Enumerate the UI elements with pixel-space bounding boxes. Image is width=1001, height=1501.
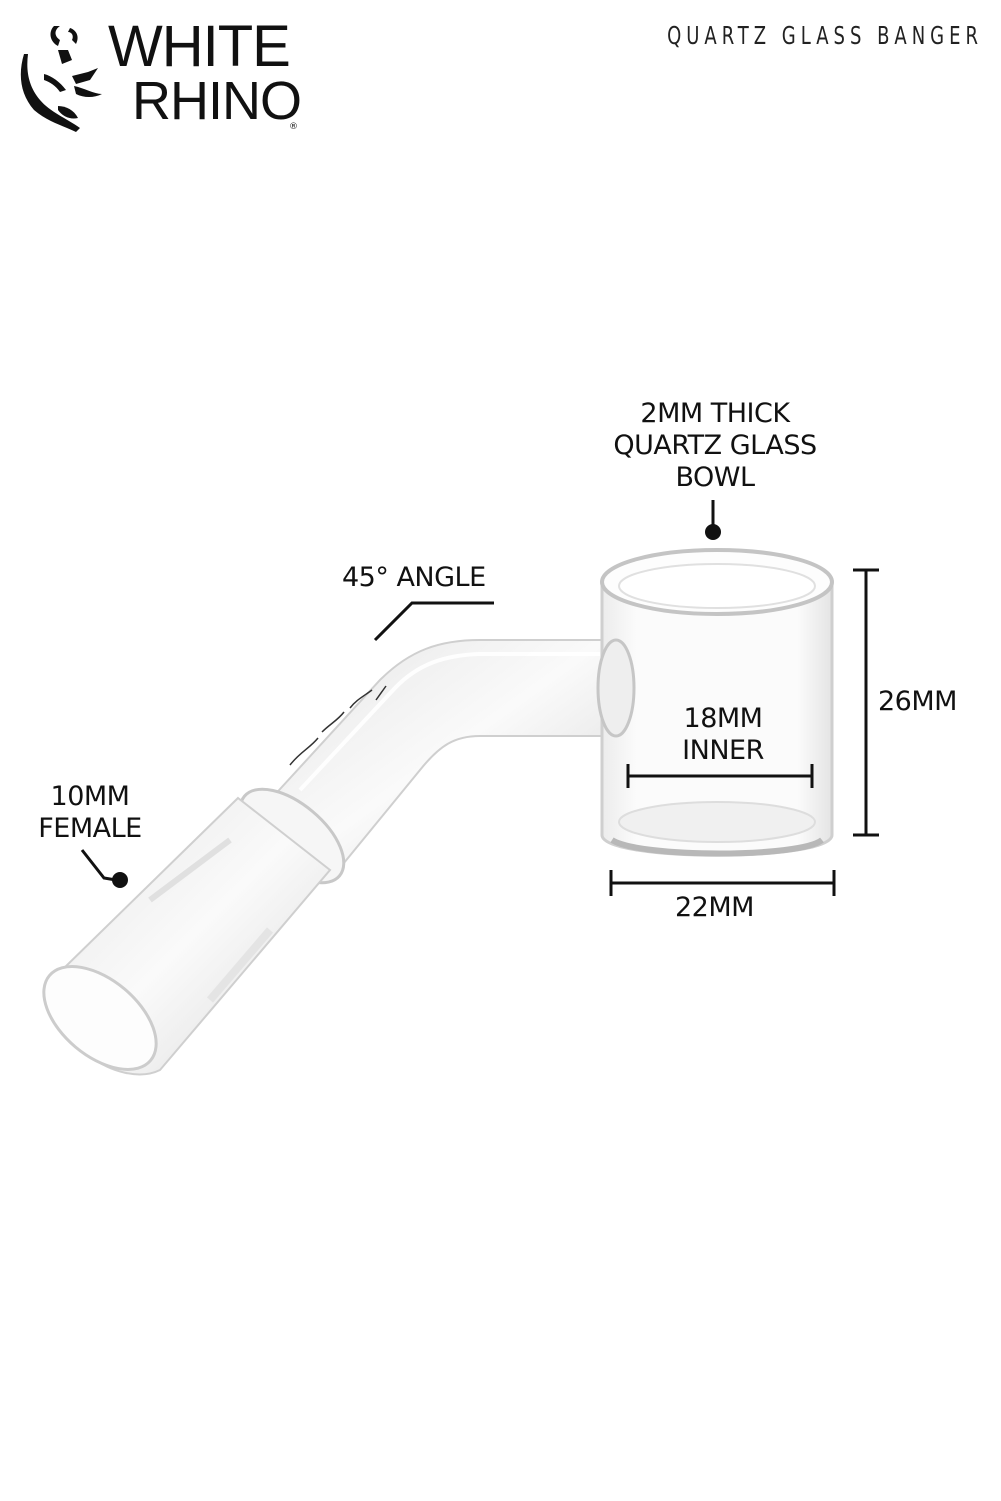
angle-label: 45° ANGLE [342, 562, 486, 593]
bowl-label-line2: QUARTZ GLASS [613, 430, 817, 461]
bowl-label-line1: 2MM THICK [640, 398, 790, 429]
quartz-bowl [596, 548, 834, 857]
outer-diameter-dimension [609, 870, 836, 896]
inner-label-line2: INNER [682, 735, 764, 766]
rhino-head-icon [20, 26, 102, 132]
bowl-thickness-label: 2MM THICK QUARTZ GLASS BOWL [590, 398, 840, 494]
joint-label-line1: 10MM [50, 781, 130, 812]
joint-size-label: 10MM FEMALE [20, 781, 160, 845]
bowl-callout-leader [705, 500, 721, 540]
etched-signature [289, 685, 387, 766]
inner-diameter-label: 18MM INNER [648, 703, 798, 767]
bowl-label-line3: BOWL [675, 462, 755, 493]
product-title: QUARTZ GLASS BANGER [667, 20, 983, 50]
inner-label-line1: 18MM [683, 703, 763, 734]
height-label: 26MM [878, 686, 957, 717]
brand-logo: WHITE RHINO ® [14, 14, 302, 134]
angle-callout-leader [373, 601, 494, 642]
female-joint [42, 796, 332, 1076]
registered-mark: ® [289, 122, 298, 132]
height-dimension [853, 568, 879, 837]
outer-diameter-label: 22MM [675, 892, 754, 923]
brand-name-line1: WHITE [108, 14, 291, 79]
brand-name-line2: RHINO [132, 71, 302, 131]
joint-label-line2: FEMALE [38, 813, 142, 844]
inner-diameter-dimension [626, 764, 814, 788]
joint-callout-leader [80, 849, 128, 888]
